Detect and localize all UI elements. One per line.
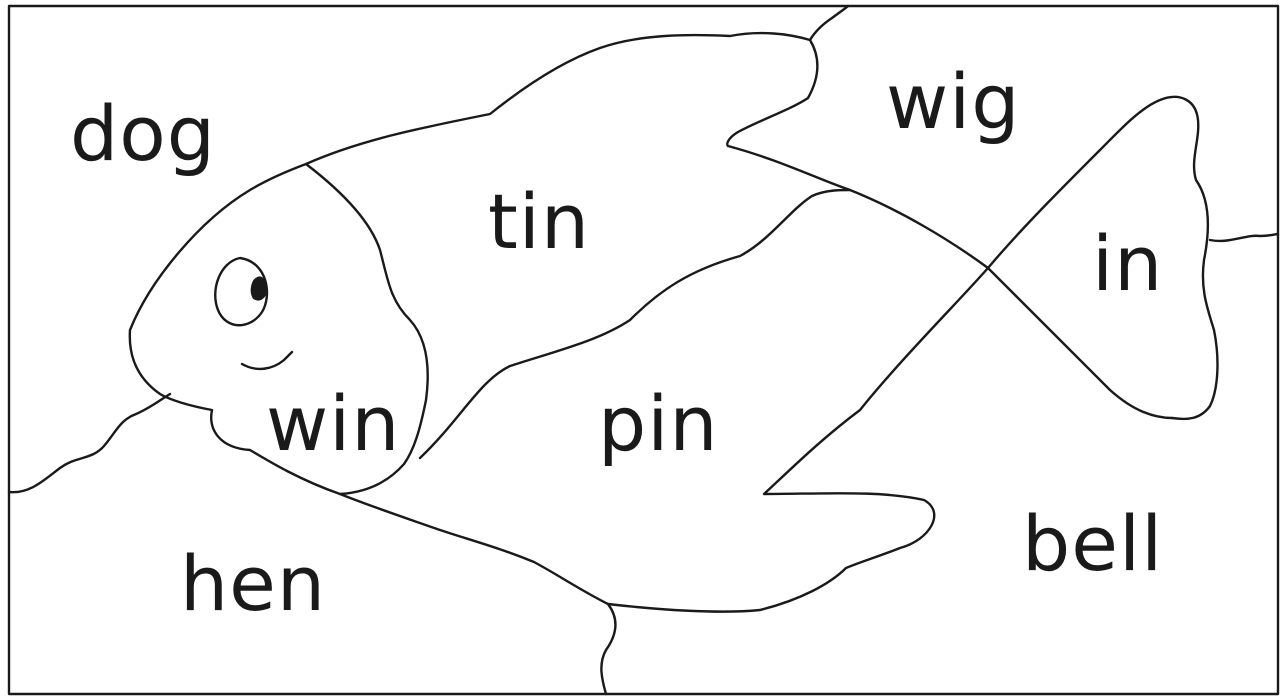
squiggle-left [7, 392, 172, 494]
word-pin: pin [598, 379, 719, 468]
squiggle-right [1208, 232, 1280, 243]
stripe-top [418, 188, 852, 460]
squiggle-bottom [600, 602, 617, 696]
word-dog: dog [70, 89, 216, 178]
tail-outline [986, 95, 1219, 421]
page-border [7, 4, 1280, 696]
word-tin: tin [488, 177, 590, 266]
word-in: in [1092, 219, 1163, 308]
word-wig: wig [886, 57, 1021, 146]
word-bell: bell [1022, 499, 1163, 588]
tail-line-a [986, 266, 1174, 420]
fish-body-outline [128, 31, 990, 613]
head-divider [304, 162, 429, 496]
word-hen: hen [180, 539, 326, 628]
word-win: win [266, 379, 400, 468]
eye-outline [214, 256, 269, 327]
mouth [240, 350, 294, 371]
squiggle-top [808, 4, 850, 42]
eye-pupil [250, 276, 268, 301]
